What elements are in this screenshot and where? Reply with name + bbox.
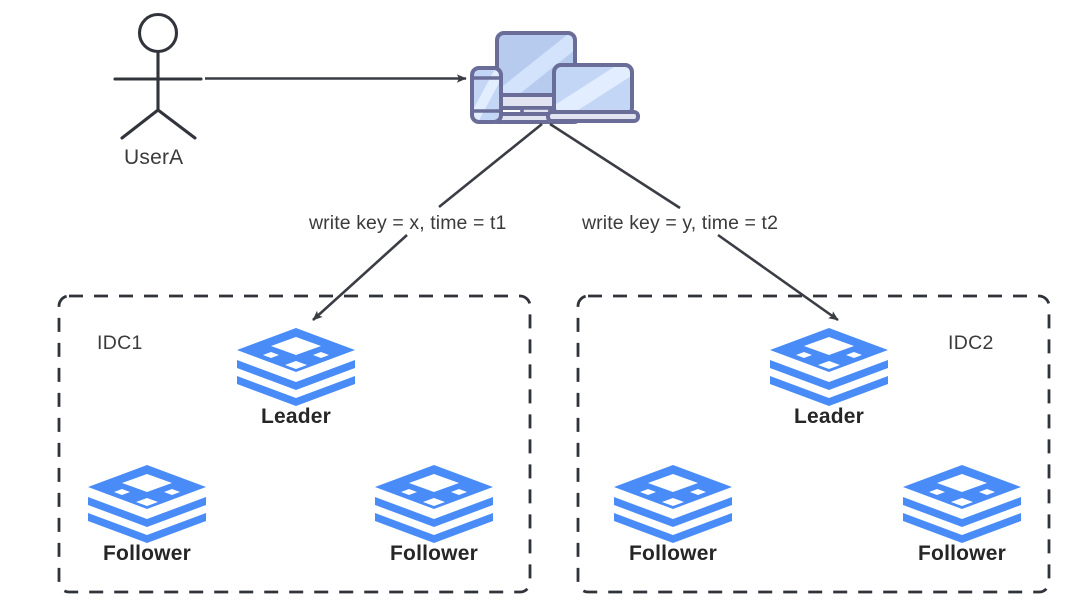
edge-label-write-y: write key = y, time = t2 [582,212,779,234]
idc2-follower-right-label: Follower [918,542,1006,565]
idc1-leader-label: Leader [260,405,332,428]
idc2-follower-left-label: Follower [629,542,717,565]
idc1-follower-right-icon [375,465,493,552]
idc2-zone-label: IDC2 [948,332,994,354]
idc2-follower-right-icon [903,465,1021,552]
idc1-follower-left-icon [88,465,206,552]
idc2-zone-border [576,294,1051,594]
edge-client-to-idc2-leader-lower [717,233,839,322]
idc2-leader-icon [770,328,888,415]
idc1-follower-right-label: Follower [390,542,478,565]
idc2-follower-left-icon [614,465,732,552]
idc1-follower-left-label: Follower [103,542,191,565]
user-actor-icon [113,12,203,140]
edge-client-to-idc1-leader-upper [438,122,543,209]
devices-icon [470,31,640,124]
idc1-leader-icon [237,328,355,415]
edge-client-to-idc2-leader-upper [549,122,681,210]
edge-label-write-x: write key = x, time = t1 [309,212,507,234]
idc1-zone-label: IDC1 [97,332,143,354]
idc1-zone-border [57,294,532,594]
edge-client-to-idc1-leader-lower [312,234,408,321]
idc2-leader-label: Leader [793,405,865,428]
user-actor-label: UserA [124,146,184,169]
